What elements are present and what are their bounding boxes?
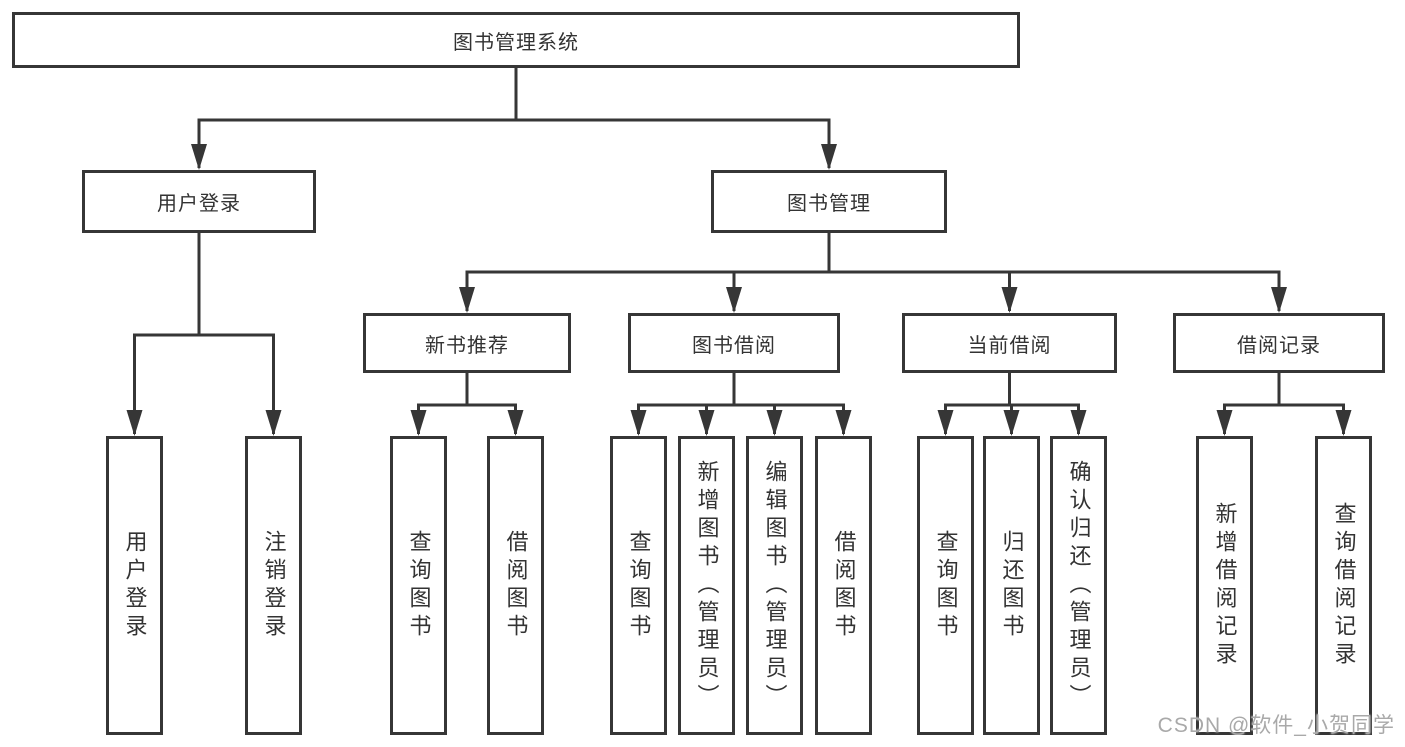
leaf-query-borrow-record: 查询借阅记录 [1315, 436, 1372, 735]
leaf-query-books-recommend-label: 查询图书 [406, 529, 432, 642]
node-new-book-recommend: 新书推荐 [363, 313, 571, 373]
leaf-logout-label: 注销登录 [261, 529, 287, 642]
leaf-borrow-books-recommend-label: 借阅图书 [503, 529, 529, 642]
leaf-query-books-borrowing: 查询图书 [610, 436, 667, 735]
leaf-edit-book-admin-label: 编辑图书（管理员） [762, 459, 788, 712]
leaf-add-borrow-record-label: 新增借阅记录 [1212, 501, 1238, 670]
leaf-add-book-admin: 新增图书（管理员） [678, 436, 735, 735]
leaf-add-book-admin-label: 新增图书（管理员） [694, 459, 720, 712]
node-borrowing-records-label: 借阅记录 [1237, 334, 1321, 357]
node-book-borrowing: 图书借阅 [628, 313, 840, 373]
leaf-borrow-books-borrowing: 借阅图书 [815, 436, 872, 735]
node-borrowing-records: 借阅记录 [1173, 313, 1385, 373]
leaf-add-borrow-record: 新增借阅记录 [1196, 436, 1253, 735]
node-current-borrowing-label: 当前借阅 [967, 334, 1052, 357]
node-book-management: 图书管理 [711, 170, 947, 233]
node-user-login-label: 用户登录 [157, 193, 241, 215]
node-root: 图书管理系统 [12, 12, 1020, 68]
leaf-query-books-current-label: 查询图书 [933, 529, 959, 642]
leaf-query-books-current: 查询图书 [917, 436, 974, 735]
leaf-query-books-borrowing-label: 查询图书 [626, 529, 652, 642]
leaf-user-login-label: 用户登录 [122, 529, 148, 642]
leaf-confirm-return-admin: 确认归还（管理员） [1050, 436, 1107, 735]
node-book-borrowing-label: 图书借阅 [692, 334, 776, 357]
watermark: CSDN @软件_小贺同学 [1157, 714, 1395, 737]
leaf-logout: 注销登录 [245, 436, 302, 735]
leaf-borrow-books-recommend: 借阅图书 [487, 436, 544, 735]
node-user-login: 用户登录 [82, 170, 316, 233]
leaf-edit-book-admin: 编辑图书（管理员） [746, 436, 803, 735]
node-new-book-recommend-label: 新书推荐 [425, 334, 509, 357]
leaf-return-books: 归还图书 [983, 436, 1040, 735]
leaf-query-books-recommend: 查询图书 [390, 436, 447, 735]
leaf-user-login: 用户登录 [106, 436, 163, 735]
leaf-query-borrow-record-label: 查询借阅记录 [1331, 501, 1357, 670]
leaf-confirm-return-admin-label: 确认归还（管理员） [1066, 459, 1092, 712]
node-root-label: 图书管理系统 [453, 31, 579, 54]
node-current-borrowing: 当前借阅 [902, 313, 1117, 373]
leaf-borrow-books-borrowing-label: 借阅图书 [831, 529, 857, 642]
node-book-management-label: 图书管理 [787, 193, 871, 215]
leaf-return-books-label: 归还图书 [999, 529, 1025, 642]
